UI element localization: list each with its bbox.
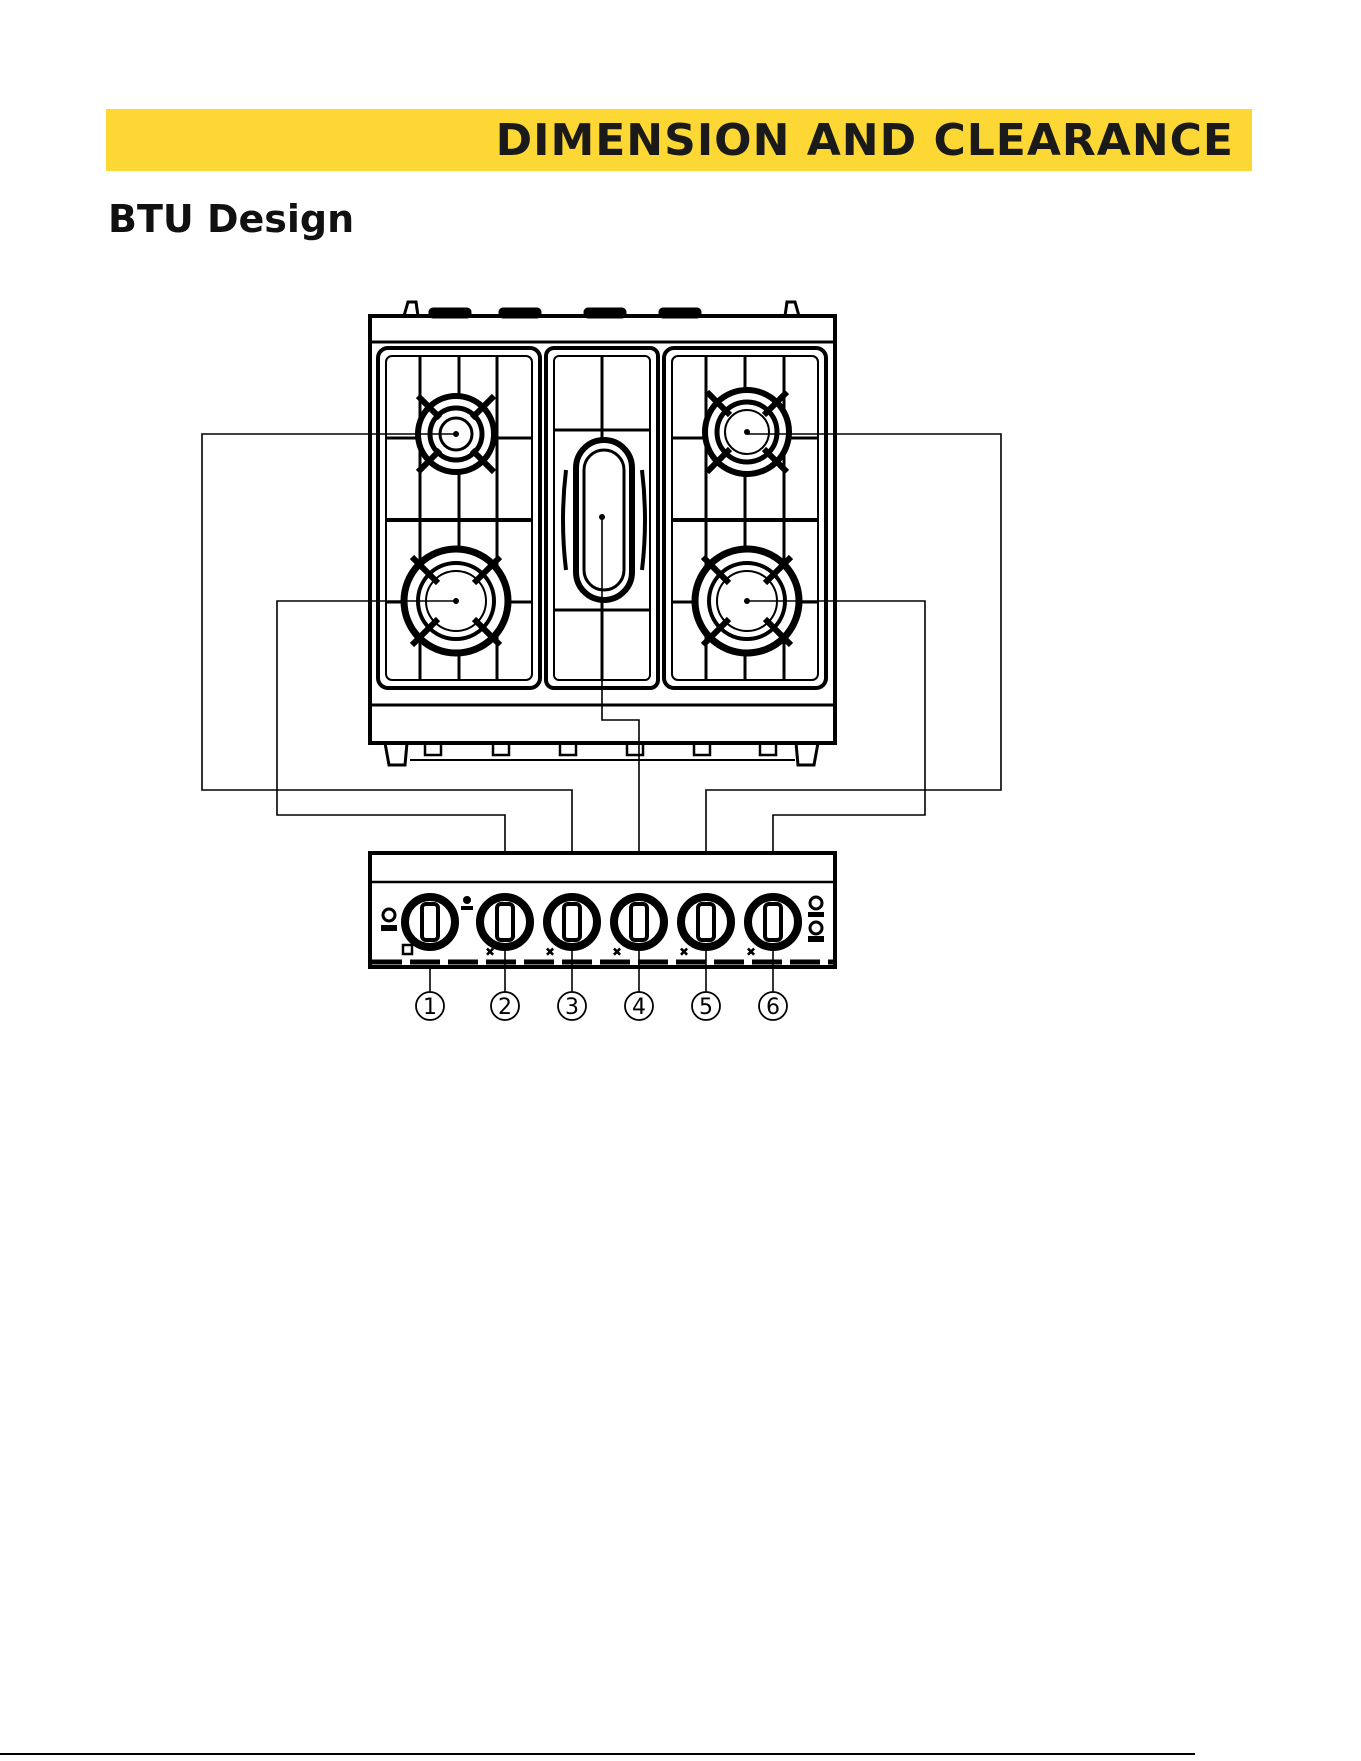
oven-indicator-icon xyxy=(403,945,412,954)
burner-medium-icon xyxy=(705,390,789,474)
callout-6: 6 xyxy=(759,992,787,1020)
callout-label-6: 6 xyxy=(766,995,780,1020)
knob-1 xyxy=(405,897,455,947)
oval-burner-icon xyxy=(563,440,645,600)
timer-indicator-icon xyxy=(808,922,824,942)
callout-label-2: 2 xyxy=(498,995,512,1020)
callout-label-5: 5 xyxy=(699,995,713,1020)
callout-label-1: 1 xyxy=(423,995,437,1020)
power-indicator-icon xyxy=(808,897,824,917)
callout-3: 3 xyxy=(558,992,586,1020)
callout-4: 4 xyxy=(625,992,653,1020)
svg-text:✖: ✖ xyxy=(545,945,555,959)
callout-2: 2 xyxy=(491,992,519,1020)
callout-5: 5 xyxy=(692,992,720,1020)
svg-text:✖: ✖ xyxy=(746,945,756,959)
svg-text:✖: ✖ xyxy=(679,945,689,959)
control-panel-front-view: ✖ ✖ ✖ ✖ ✖ xyxy=(370,853,835,967)
callout-1: 1 xyxy=(416,992,444,1020)
svg-text:✖: ✖ xyxy=(485,945,495,959)
svg-text:✖: ✖ xyxy=(612,945,622,959)
callout-label-4: 4 xyxy=(632,995,646,1020)
footer-rule xyxy=(0,1753,1195,1755)
callout-label-3: 3 xyxy=(565,995,579,1020)
